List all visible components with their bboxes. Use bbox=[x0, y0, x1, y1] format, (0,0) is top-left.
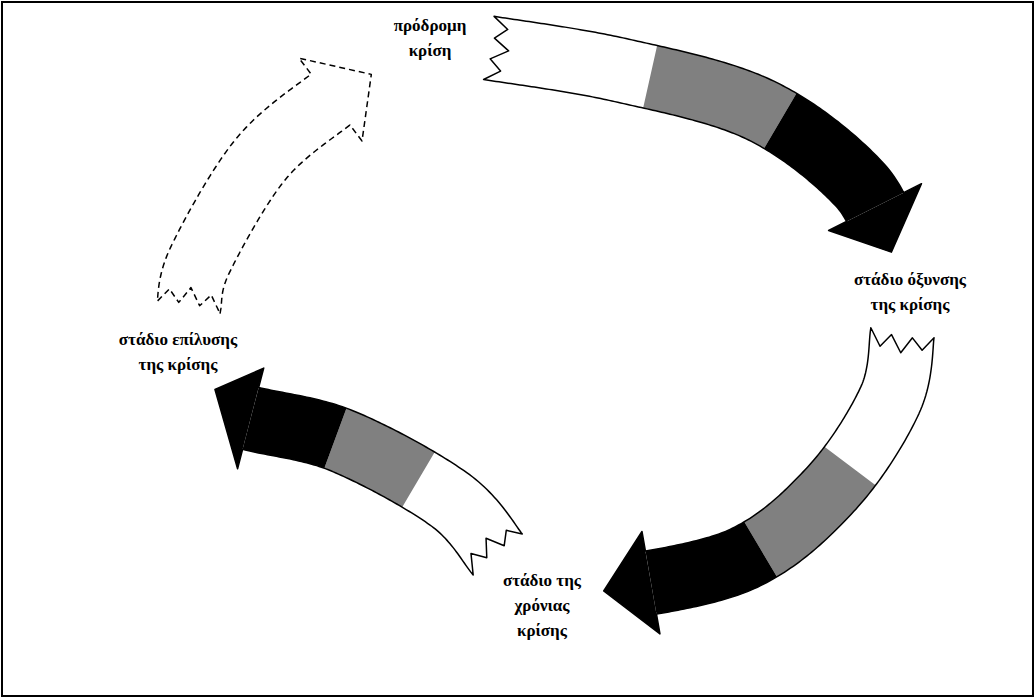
cycle-arrow bbox=[215, 368, 522, 575]
stage-text: στάδιο της χρόνιας κρίσης bbox=[496, 568, 588, 643]
arrow-outline bbox=[215, 368, 522, 575]
cycle-arrow bbox=[604, 328, 934, 634]
arrow-band bbox=[764, 93, 904, 221]
stage-label: στάδιο επίλυσης της κρίσης bbox=[108, 323, 249, 381]
stage-text: στάδιο όξυνσης της κρίσης bbox=[850, 267, 970, 317]
stage-text: πρόδρομη κρίση bbox=[387, 13, 473, 63]
arrow-band bbox=[243, 387, 347, 468]
stage-text: στάδιο επίλυσης της κρίσης bbox=[112, 327, 245, 377]
arrow-band bbox=[645, 522, 776, 614]
arrow-band bbox=[484, 16, 658, 108]
arrow-outline bbox=[157, 58, 371, 313]
stage-label: στάδιο όξυνσης της κρίσης bbox=[846, 263, 974, 321]
arrow-head bbox=[829, 184, 922, 252]
cycle-arrow bbox=[157, 58, 371, 313]
arrow-outline bbox=[484, 16, 922, 252]
cycle-arrow bbox=[484, 16, 922, 252]
arrow-outline bbox=[604, 328, 934, 634]
stage-label: πρόδρομη κρίση bbox=[383, 9, 477, 67]
stage-label: στάδιο της χρόνιας κρίσης bbox=[492, 564, 592, 647]
arrow-head bbox=[215, 368, 264, 469]
